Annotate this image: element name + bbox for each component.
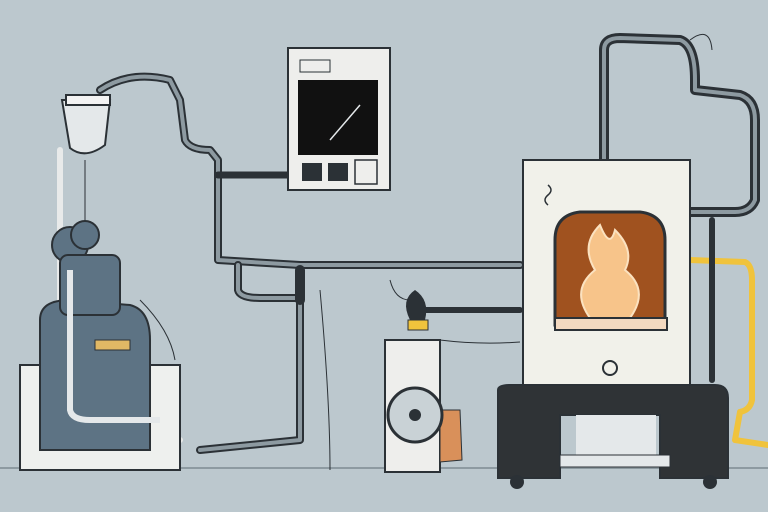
flame-icon bbox=[580, 223, 640, 319]
filter-housing-icon bbox=[60, 94, 112, 230]
display-screen bbox=[298, 80, 378, 155]
fan-icon bbox=[384, 290, 463, 473]
water-tank-icon bbox=[19, 220, 181, 471]
panel-button bbox=[302, 163, 322, 181]
furnace-icon bbox=[497, 159, 729, 489]
pipe-network-icon bbox=[57, 33, 768, 454]
panel-button bbox=[328, 163, 348, 181]
wires bbox=[139, 33, 713, 471]
control-panel-icon bbox=[287, 47, 391, 191]
